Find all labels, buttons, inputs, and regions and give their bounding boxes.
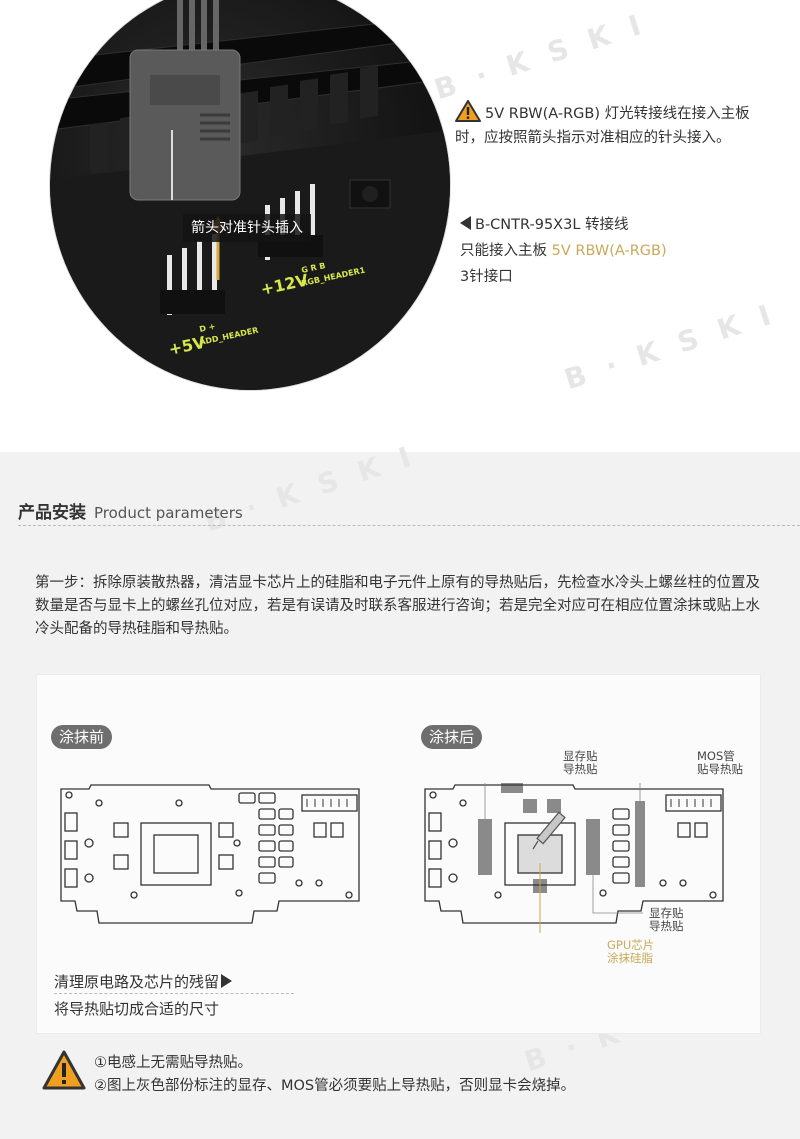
vram-pad-top-2 [547,799,561,813]
mos-pad [635,801,645,887]
gpu-board-before [60,784,360,924]
section-title-en: Product parameters [94,504,243,522]
watermark: B · K S K I [560,296,781,397]
vram-pad-top-1 [523,799,537,813]
gpu-paste-label: GPU芯片 涂抹硅脂 [607,938,655,965]
hint-clean-residue: 清理原电路及芯片的残留 [54,971,233,992]
vram-pad-top-label: 显存贴 导热贴 [563,749,598,776]
vram-pad-right [586,819,600,875]
silk-left-pins: D + [199,322,217,334]
triangle-right-icon [221,974,233,988]
adapter-line3: 3针接口 [460,269,513,285]
adapter-note: B-CNTR-95X3L 转接线 只能接入主板 5V RBW(A-RGB) 3针… [460,212,780,290]
connector-note-text: 5V RBW(A-RGB) 灯光转接线在接入主板时，应按照箭头指示对准相应的针头… [455,106,750,146]
step-one-text: 第一步：拆除原装散热器，清洁显卡芯片上的硅脂和电子元件上原有的导热贴后，先检查水… [35,575,760,637]
vram-pad-left [478,819,492,875]
vram-pad-edge [501,783,523,793]
top-section: B · K S K I B · K S K I [0,0,800,450]
warning-line-2: ②图上灰色部份标注的显存、MOS管必须要贴上导热贴，否则显卡会烧掉。 [94,1078,576,1094]
product-photo: +5V D + ADD_HEADER +12V G R B RGB_HEADER… [50,0,450,390]
hint-cut-pads: 将导热贴切成合适的尺寸 [54,1000,220,1018]
section-title: 产品安装 Product parameters [18,498,243,523]
warning-notes: ①电感上无需贴导热贴。 ②图上灰色部份标注的显存、MOS管必须要贴上导热贴，否则… [94,1052,575,1098]
before-label: 涂抹前 [51,725,113,749]
vram-pad-bottom-label: 显存贴 导热贴 [649,906,684,933]
callout-arrow-label: 箭头对准针头插入 [183,214,311,242]
warning-icon [455,100,481,122]
connector-note: 5V RBW(A-RGB) 灯光转接线在接入主板时，应按照箭头指示对准相应的针头… [455,100,775,150]
motherboard-closeup-illustration: +5V D + ADD_HEADER +12V G R B RGB_HEADER… [50,0,450,390]
triangle-left-icon [460,216,471,230]
hint-clean-residue-text: 清理原电路及芯片的残留 [54,973,220,991]
adapter-line2-highlight: 5V RBW(A-RGB) [551,243,667,259]
adapter-model: B-CNTR-95X3L 转接线 [475,217,629,233]
after-label: 涂抹后 [421,725,483,749]
watermark: B · K S K I [430,6,651,107]
section-divider [18,525,800,526]
hint-divider [54,993,294,994]
before-after-panel: 涂抹前 涂抹后 [36,674,761,1034]
mos-pad-label: MOS管 贴导热贴 [697,749,743,776]
section-title-cn: 产品安装 [18,503,86,523]
gpu-board-after [424,783,724,933]
adapter-line2-prefix: 只能接入主板 [460,243,552,259]
warning-icon [42,1050,86,1090]
thermal-paste-syringe-icon [532,811,566,850]
warning-line-1: ①电感上无需贴导热贴。 [94,1055,252,1071]
watermark: B · K S K I [200,438,421,539]
